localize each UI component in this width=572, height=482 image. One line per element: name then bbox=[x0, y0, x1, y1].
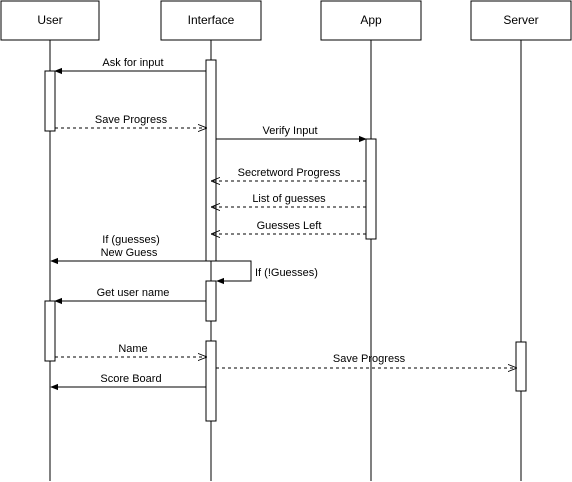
message-newguess-label-line2: New Guess bbox=[101, 247, 158, 259]
activation-server-1[interactable] bbox=[515, 341, 527, 392]
participant-app-label: App bbox=[360, 13, 382, 27]
participant-interface-label: Interface bbox=[188, 13, 235, 27]
message-verify-label: Verify Input bbox=[262, 125, 317, 137]
message-list-label: List of guesses bbox=[252, 193, 326, 205]
participant-interface[interactable]: Interface bbox=[160, 0, 262, 41]
message-self-call-arrow[interactable] bbox=[216, 260, 252, 285]
message-save-progress-label: Save Progress bbox=[95, 114, 168, 126]
message-left-label: Guesses Left bbox=[257, 220, 322, 232]
message-name-label: Name bbox=[118, 343, 147, 355]
participant-server[interactable]: Server bbox=[470, 0, 572, 41]
participant-user-label: User bbox=[37, 13, 62, 27]
activation-user-2[interactable] bbox=[44, 300, 56, 362]
message-save-server-label: Save Progress bbox=[333, 353, 406, 365]
activation-app-1[interactable] bbox=[365, 138, 377, 240]
activation-user-1[interactable] bbox=[44, 70, 56, 132]
activation-interface-1[interactable] bbox=[205, 59, 217, 262]
messages bbox=[50, 67, 516, 391]
participant-user[interactable]: User bbox=[0, 0, 100, 41]
message-ask-label: Ask for input bbox=[102, 57, 163, 69]
message-getname-label: Get user name bbox=[97, 287, 170, 299]
message-self-call-label: If (!Guesses) bbox=[255, 267, 318, 279]
message-labels: Ask for input Save Progress Verify Input… bbox=[95, 57, 406, 385]
participant-server-label: Server bbox=[503, 13, 538, 27]
activation-interface-3[interactable] bbox=[205, 340, 217, 422]
message-score-label: Score Board bbox=[100, 373, 161, 385]
message-newguess-label-line1: If (guesses) bbox=[102, 234, 159, 246]
message-secret-label: Secretword Progress bbox=[238, 167, 341, 179]
participant-app[interactable]: App bbox=[320, 0, 422, 41]
activation-interface-2[interactable] bbox=[205, 280, 217, 322]
activations bbox=[44, 59, 527, 422]
